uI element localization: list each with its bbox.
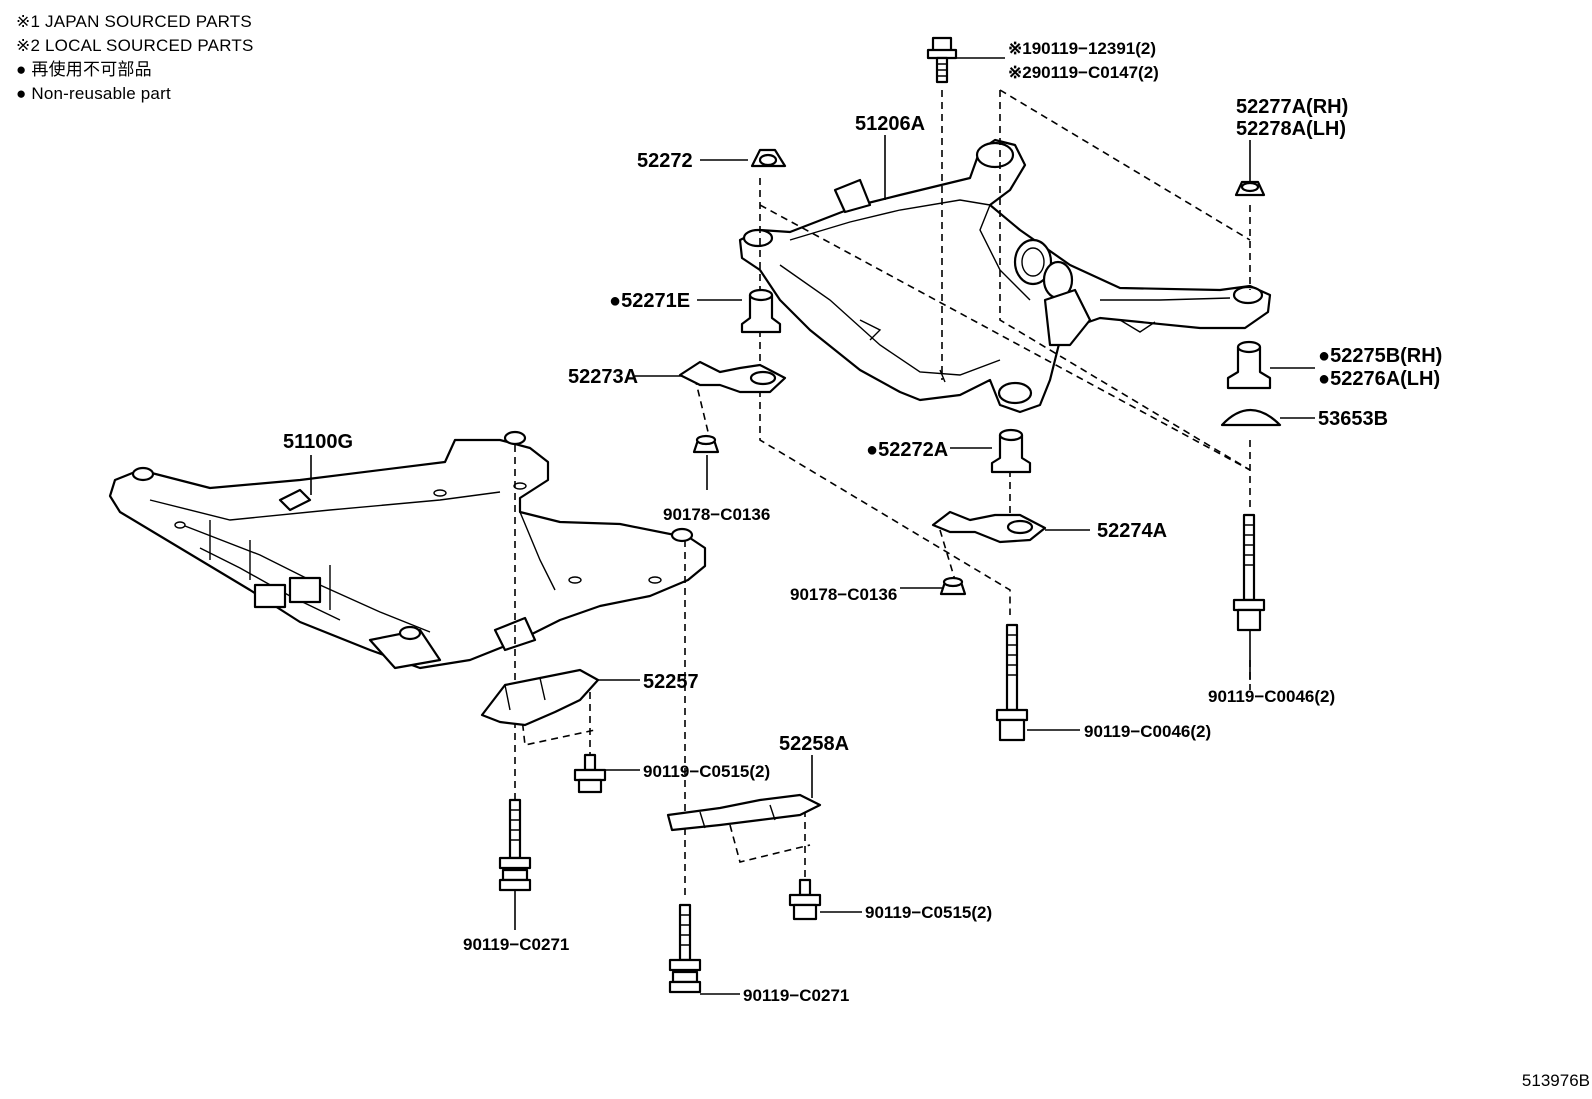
label-52274A: 52274A (1097, 520, 1167, 542)
part-52277A-stopper (1234, 180, 1266, 197)
label-52272A: ●52272A (866, 439, 948, 461)
legend-nonreusable-jp: ● 再使用不可部品 (16, 60, 152, 79)
part-52273A-bracket (678, 360, 787, 394)
label-53653B: 53653B (1318, 408, 1388, 430)
part-52257-brace (480, 668, 600, 727)
label-52271E: ●52271E (609, 290, 690, 312)
leader-lines (310, 57, 1315, 995)
label-52278A: 52278A(LH) (1236, 118, 1346, 140)
label-51206A: 51206A (855, 113, 925, 135)
label-90119-C0046-b: 90119−C0046(2) (1084, 722, 1211, 741)
label-90178-C0136-a: 90178−C0136 (663, 505, 770, 524)
part-52271E-cushion (740, 288, 782, 334)
part-52258A-brace (666, 793, 822, 832)
part-90119-C0271-bolt-b (668, 903, 702, 994)
label-90119-C0046-a: 90119−C0046(2) (1208, 687, 1335, 706)
legend: ※1 JAPAN SOURCED PARTS ※2 LOCAL SOURCED … (16, 10, 254, 106)
label-90119-C0515-a: 90119−C0515(2) (643, 762, 770, 781)
part-52275B-cushion (1226, 340, 1272, 390)
label-90119-12391: ※190119−12391(2) (1008, 39, 1156, 58)
part-90119-C0271-bolt-a (498, 798, 532, 892)
part-90119-C0515-bolt-a (573, 753, 607, 794)
label-52276A: ●52276A(LH) (1318, 368, 1440, 390)
part-90119-C0515-bolt-b (788, 878, 822, 921)
label-90178-C0136-b: 90178−C0136 (790, 585, 897, 604)
label-52275B: ●52275B(RH) (1318, 345, 1442, 367)
label-90119-C0515-b: 90119−C0515(2) (865, 903, 992, 922)
part-52272A-cushion (990, 428, 1032, 474)
part-52274A-bracket (931, 510, 1047, 544)
legend-japan-sourced: ※1 JAPAN SOURCED PARTS (16, 12, 252, 31)
part-53653B-dome (1220, 409, 1282, 427)
part-90119-C0046-bolt-middle (995, 623, 1029, 742)
part-90119-C0046-bolt-right (1232, 513, 1266, 632)
label-52273A: 52273A (568, 366, 638, 388)
label-52277A: 52277A(RH) (1236, 96, 1348, 118)
part-52272-stopper (750, 148, 787, 168)
label-52258A: 52258A (779, 733, 849, 755)
part-90119-12391-bolt (926, 36, 958, 84)
label-90119-C0271-a: 90119−C0271 (463, 935, 569, 954)
label-51100G: 51100G (283, 431, 353, 453)
legend-local-sourced: ※2 LOCAL SOURCED PARTS (16, 36, 254, 55)
part-90178-nut-b (939, 576, 967, 596)
label-52272: 52272 (637, 150, 693, 172)
part-90178-nut-a (692, 434, 720, 454)
rear-member-51206A (738, 138, 1272, 414)
label-90119-C0147: ※290119−C0147(2) (1008, 63, 1159, 82)
label-90119-C0271-b: 90119−C0271 (743, 986, 849, 1005)
legend-nonreusable-en: ● Non-reusable part (16, 84, 171, 103)
front-crossmember-51100G (108, 430, 707, 670)
label-52257: 52257 (643, 671, 699, 693)
figure-id: 513976B (1521, 1071, 1590, 1090)
